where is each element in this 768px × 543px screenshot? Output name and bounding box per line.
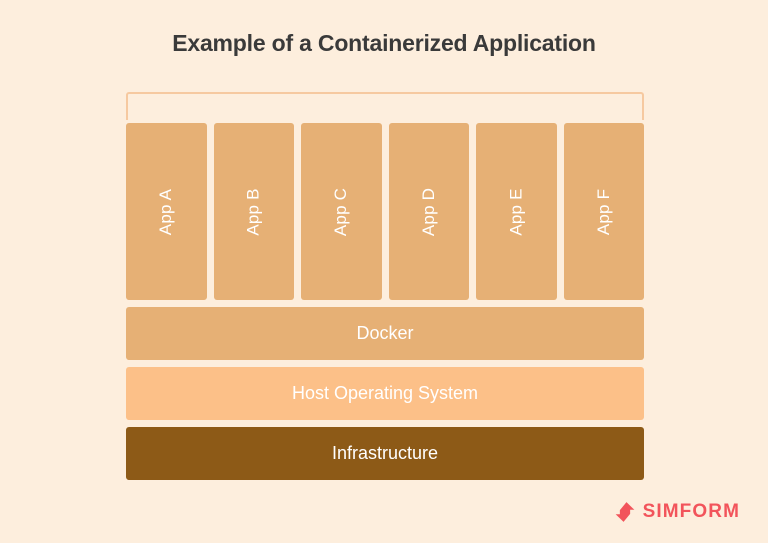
layer-infrastructure[interactable]: Infrastructure <box>126 427 644 480</box>
brand-name: SIMFORM <box>642 501 740 522</box>
page-title: Example of a Containerized Application <box>172 30 596 56</box>
app-label: App A <box>156 188 176 235</box>
layer-host-operating-system[interactable]: Host Operating System <box>126 367 644 420</box>
app-label: App E <box>506 187 526 236</box>
app-label: App C <box>331 187 351 236</box>
app-label: App F <box>593 188 613 235</box>
brand-logo: SIMFORM <box>614 501 740 523</box>
containers-bracket <box>126 92 644 120</box>
app-box-a[interactable]: App A <box>126 123 207 300</box>
app-label: App D <box>418 187 438 236</box>
app-box-e[interactable]: App E <box>476 123 557 300</box>
container-architecture-diagram: App A App B App C App D App E App F Dock… <box>126 92 644 480</box>
app-box-d[interactable]: App D <box>388 123 469 300</box>
apps-row: App A App B App C App D App E App F <box>126 123 644 300</box>
app-box-b[interactable]: App B <box>213 123 294 300</box>
simform-logo-icon <box>615 502 634 522</box>
layer-docker[interactable]: Docker <box>126 307 644 360</box>
app-box-c[interactable]: App C <box>301 123 382 300</box>
app-box-f[interactable]: App F <box>563 123 644 300</box>
app-label: App B <box>243 187 263 236</box>
